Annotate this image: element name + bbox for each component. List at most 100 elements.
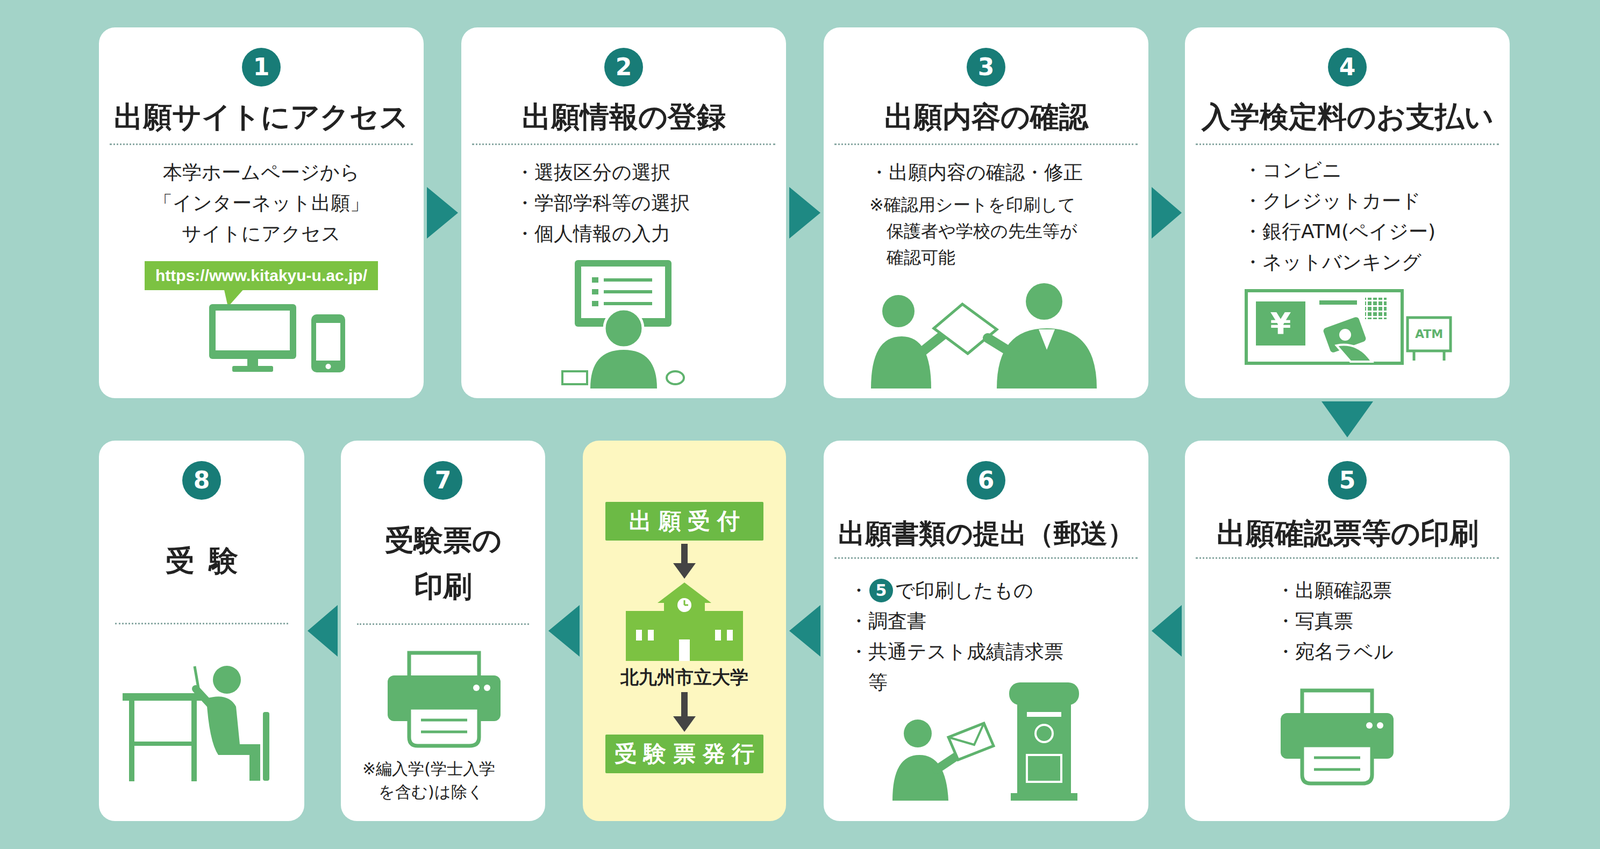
- flow-arrow-shaft: [681, 544, 688, 567]
- illustration-part: [1339, 329, 1352, 341]
- flow-arrow: [1151, 605, 1182, 657]
- step-reference-text: 5: [875, 582, 888, 599]
- illustration-part: [420, 720, 468, 733]
- status-band-text: 受験票発行: [607, 740, 762, 768]
- flow-arrow-head: [789, 605, 821, 657]
- illustration-part: [473, 684, 480, 692]
- step-card-body: ・写真票: [1275, 605, 1510, 637]
- step-card-text: 出願書類の提出（郵送）: [834, 513, 1138, 560]
- step-number-text: 5: [1339, 468, 1356, 493]
- step-card-body: ・共通テスト成績請求票 等: [848, 636, 1068, 698]
- step-number-text: 2: [615, 55, 633, 80]
- illustration-part: [1017, 703, 1071, 796]
- flow-arrow: [673, 692, 696, 733]
- flow-arrow-head: [307, 605, 338, 657]
- illustration-part: [1376, 722, 1384, 730]
- illustration-part: [936, 753, 961, 770]
- step-card: 出願情報の登録・選抜区分の選択・学部学科等の選択・個人情報の入力2: [461, 27, 787, 399]
- step-card: 出願サイトにアクセス本学ホームページから 「インターネット出願」 サイトにアクセ…: [98, 27, 424, 399]
- illustration-part: [917, 333, 945, 356]
- step-number: 8: [182, 461, 221, 500]
- flow-arrow: [548, 605, 580, 657]
- illustration-part: [684, 600, 689, 606]
- step-number: 5: [1327, 461, 1367, 500]
- illustration-part: [1313, 758, 1361, 770]
- illustration-part: [1026, 755, 1062, 783]
- step-card-body: 本学ホームページから 「インターネット出願」 サイトにアクセス: [109, 156, 413, 249]
- atm-sign: ATM: [1407, 317, 1451, 352]
- step-card-body: で印刷したもの: [895, 575, 1034, 606]
- step-card-text: 出願内容の確認: [834, 97, 1138, 146]
- illustration-part: [1038, 329, 1055, 350]
- illustration-part: [1302, 745, 1373, 784]
- illustration-part: [591, 277, 599, 283]
- step-card-text: 受験: [115, 541, 289, 625]
- illustration-part: [311, 314, 346, 373]
- step-card-body: ・クレジットカード: [1243, 185, 1510, 217]
- step-card: 出願確認票等の印刷・出願確認票・写真票・宛名ラベル5: [1184, 440, 1510, 822]
- flow-arrow-head: [426, 187, 459, 239]
- illustration-part: [636, 630, 642, 641]
- step-card-text: 受験票の 印刷: [356, 517, 530, 626]
- illustration-part: [409, 653, 480, 681]
- step-number: 7: [423, 461, 463, 500]
- illustration-part: [882, 295, 915, 328]
- step-card-body: ・ネットバンキング: [1243, 246, 1510, 278]
- status-band-text: 出願受付: [622, 508, 747, 535]
- step-card: 受験 8: [98, 440, 305, 822]
- illustration-part: [212, 666, 241, 695]
- illustration-part: [1302, 690, 1373, 718]
- illustration-part: [657, 582, 712, 604]
- illustration-part: [387, 675, 501, 722]
- illustration-part: [1026, 712, 1062, 718]
- process-panel: 出願受付北九州市立大学受験票発行: [582, 440, 787, 822]
- illustration-part: [206, 696, 261, 782]
- illustration-part: [1246, 290, 1403, 364]
- step-card-body: ・宛名ラベル: [1275, 636, 1510, 668]
- illustration-part: [1035, 725, 1053, 743]
- step-card-text: 出願確認票等の印刷: [1195, 513, 1499, 560]
- step-number: 2: [604, 47, 644, 87]
- flow-arrow-head: [548, 605, 580, 657]
- step-card-body: ※確認用シートを印刷して 保護者や学校の先生等が 確認可能: [869, 191, 1133, 271]
- step-card: 入学検定料のお支払い・コンビニ・クレジットカード・銀行ATM(ペイジー)・ネット…: [1184, 27, 1510, 399]
- flow-arrow-head: [1151, 605, 1182, 657]
- illustration-part: [1009, 682, 1080, 706]
- illustration-part: [590, 350, 657, 389]
- illustration-part: [247, 358, 259, 368]
- illustration-part: [562, 371, 588, 385]
- flow-arrow: [673, 544, 696, 580]
- step-card: 出願書類の提出（郵送）・で印刷したもの・調査書・共通テスト成績請求票 等65: [823, 440, 1149, 822]
- step-card-body: ・: [848, 575, 869, 606]
- illustration-part: [262, 712, 270, 782]
- illustration-part: [191, 701, 197, 782]
- step-number: 3: [966, 47, 1006, 87]
- step-card-body: ・銀行ATM(ペイジー): [1243, 216, 1510, 247]
- step-card-text: 入学検定料のお支払い: [1195, 97, 1499, 146]
- flow-arrow-head: [1321, 401, 1374, 438]
- step-card-body: ・学部学科等の選択: [515, 187, 787, 219]
- illustration-part: [195, 689, 215, 710]
- illustration-part: [325, 363, 332, 370]
- flow-arrow: [789, 605, 821, 657]
- illustration-part: [1366, 722, 1373, 730]
- illustration-part: [1025, 283, 1063, 320]
- illustration-part: [194, 666, 199, 692]
- university-building-text: 北九州市立大学: [603, 665, 766, 690]
- step-number-text: 3: [977, 55, 995, 80]
- illustration-part: [1010, 793, 1078, 802]
- flow-arrow-head: [789, 187, 821, 239]
- illustration-part: [603, 280, 653, 304]
- flow-arrow-head: [1151, 187, 1182, 239]
- flow-arrow-shaft: [681, 692, 688, 720]
- flow-arrow: [426, 187, 459, 239]
- step-number-text: 6: [977, 468, 995, 493]
- illustration-part: [591, 301, 599, 307]
- flow-arrow: [789, 187, 821, 239]
- illustration-part: [122, 693, 204, 702]
- illustration-part: [933, 304, 997, 354]
- illustration-part: [666, 371, 684, 385]
- illustration-part: [387, 653, 501, 747]
- step-card-text: 出願情報の登録: [472, 97, 776, 146]
